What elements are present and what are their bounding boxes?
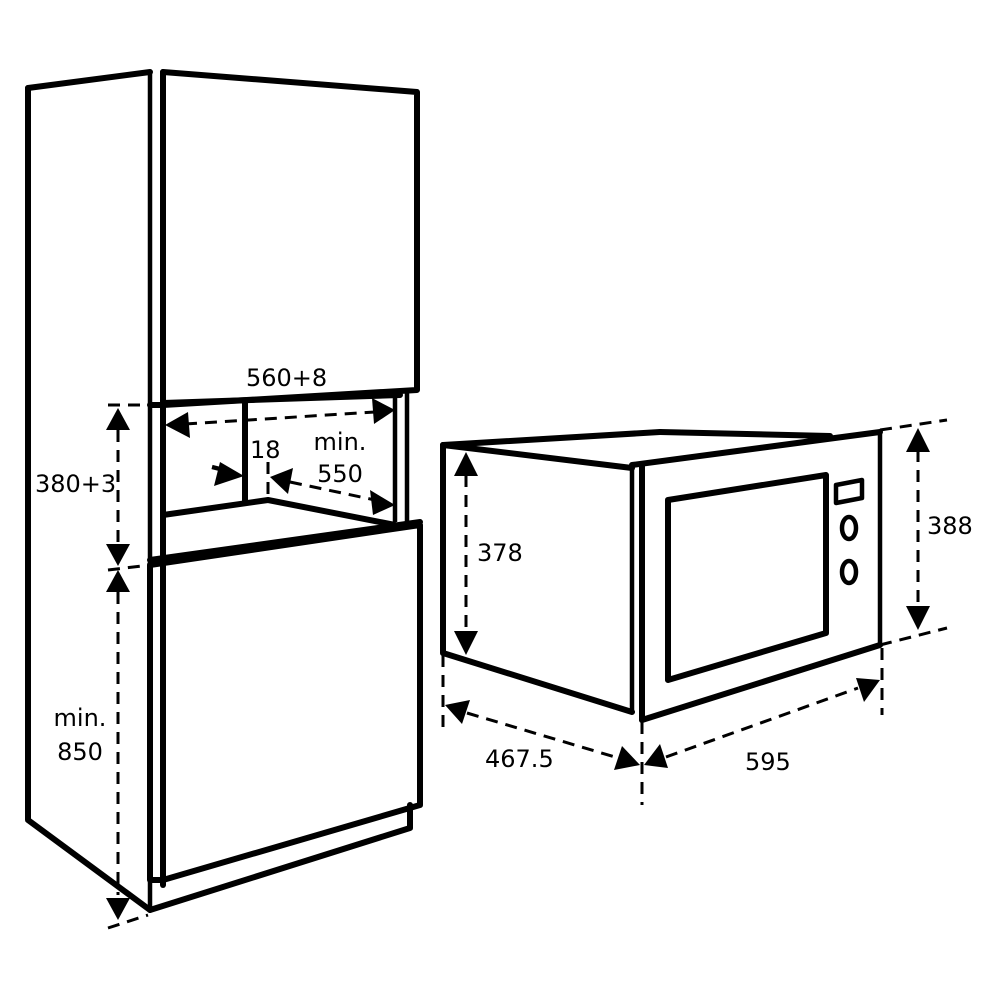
microwave-side [440,442,635,715]
label-cabinet-width: 560+8 [246,364,328,392]
label-panel-thickness: 18 [250,436,281,464]
niche-floor [160,497,398,528]
label-body-height: 378 [477,539,523,567]
tall-cabinet [25,69,423,913]
dimension-body-height [454,452,478,655]
dimension-thickness [211,462,270,500]
control-knob-upper [839,514,859,542]
microwave-door-window [665,472,829,683]
label-niche-depth-value: 550 [317,460,363,488]
dimension-width [644,648,884,768]
label-base-height-value: 850 [57,738,103,766]
cabinet-side-panel [25,85,153,913]
dimension-front-height [879,418,948,647]
upper-cabinet-door [160,69,420,408]
lower-cabinet-door [147,522,423,883]
dimension-base-height [106,570,149,930]
label-width: 595 [745,748,791,776]
control-display [833,477,865,506]
dimension-niche-height [106,403,151,572]
dimension-niche-depth [270,468,395,515]
label-niche-height: 380+3 [35,470,117,498]
microwave-appliance [440,429,883,723]
label-depth: 467.5 [485,745,554,773]
label-front-height: 388 [927,512,973,540]
dimension-depth [441,655,644,805]
control-knob-lower [839,558,859,586]
label-base-height-min: min. [53,704,107,732]
dimension-cabinet-width [165,398,395,438]
label-niche-depth-min: min. [313,428,367,456]
